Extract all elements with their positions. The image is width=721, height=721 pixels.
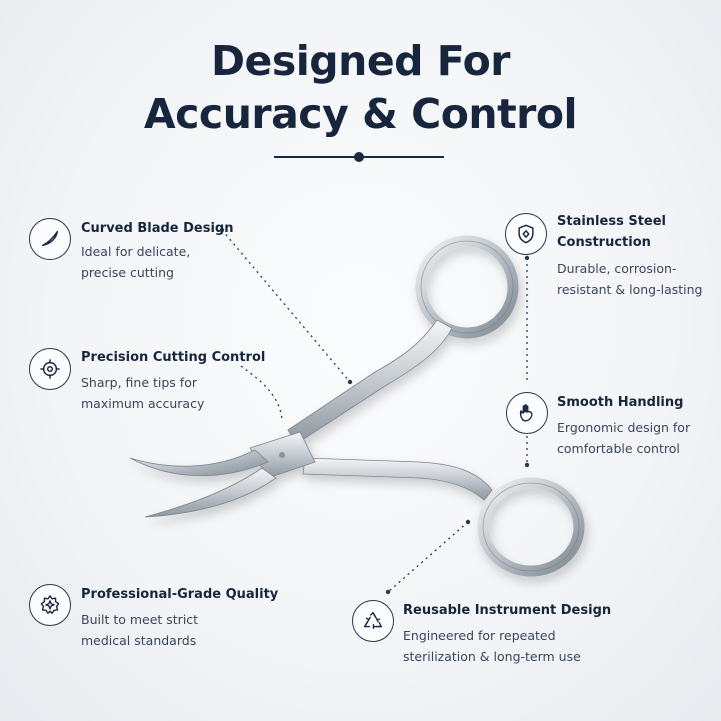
lower-curved-blade: [144, 467, 277, 518]
feature-description-line-1: Ideal for delicate,: [81, 244, 191, 259]
quality-seal-icon: [29, 584, 71, 626]
feature-description-line-2: comfortable control: [557, 441, 680, 456]
page-title-line-1: Designed For: [211, 37, 511, 85]
feature-title: Stainless Steel: [557, 214, 667, 229]
feature-title: Reusable Instrument Design: [403, 603, 612, 618]
upper-curved-blade: [129, 449, 269, 477]
feature-title-line-2: Construction: [557, 235, 651, 250]
feature-description-line-2: precise cutting: [81, 265, 174, 280]
feature-description-line-1: Engineered for repeated: [403, 628, 556, 643]
lower-finger-ring: [477, 477, 585, 577]
feature-title: Smooth Handling: [557, 395, 684, 410]
feature-title: Curved Blade Design: [81, 221, 234, 236]
leader-lines: [221, 229, 528, 593]
feature-title: Professional-Grade Quality: [81, 587, 279, 602]
page-title-line-2: Accuracy & Control: [143, 90, 578, 138]
shield-icon: [505, 213, 547, 255]
feature-title: Precision Cutting Control: [81, 350, 266, 365]
title-divider-dot: [354, 152, 364, 162]
lower-shank: [302, 457, 493, 501]
upper-finger-ring: [415, 235, 519, 339]
feature-description-line-1: Durable, corrosion-: [557, 261, 677, 276]
feature-description-line-2: resistant & long-lasting: [557, 282, 703, 297]
feature-description-line-2: maximum accuracy: [81, 396, 205, 411]
crosshair-icon: [29, 348, 71, 390]
feature-description-line-1: Built to meet strict: [81, 612, 199, 627]
feature-description-line-1: Sharp, fine tips for: [81, 375, 197, 390]
hand-icon: [506, 392, 548, 434]
upper-shank: [287, 319, 453, 445]
feature-description-line-2: sterilization & long-term use: [403, 649, 581, 664]
scissors: [129, 235, 585, 577]
feature-description-line-1: Ergonomic design for: [557, 420, 691, 435]
feature-description-line-2: medical standards: [81, 633, 197, 648]
curved-blade-icon: [29, 218, 71, 260]
recycle-icon: [352, 600, 394, 642]
